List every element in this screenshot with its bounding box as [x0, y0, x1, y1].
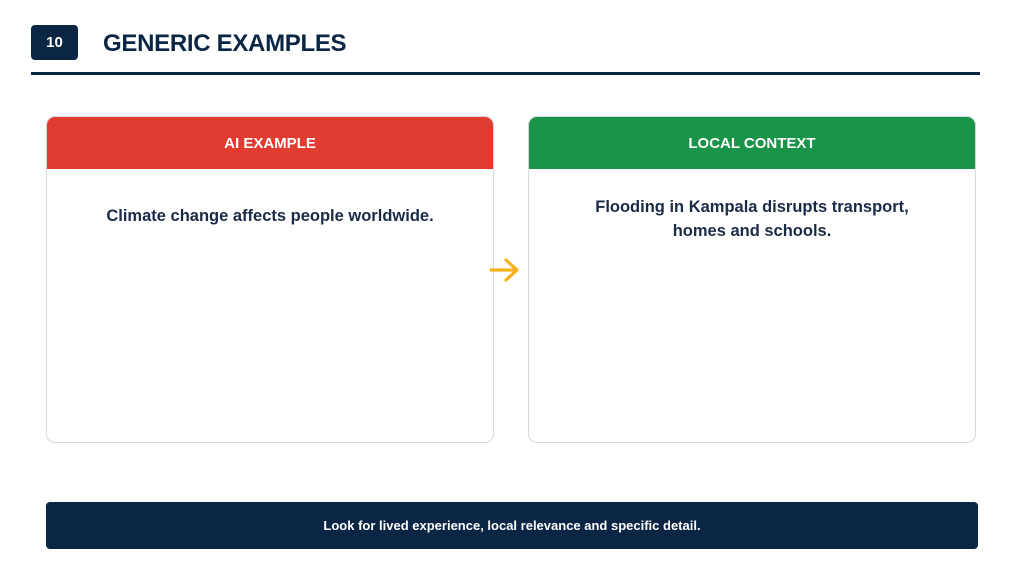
local-context-header: LOCAL CONTEXT — [529, 117, 975, 169]
ai-example-text: Climate change affects people worldwide. — [106, 207, 434, 225]
arrow-right-icon — [489, 258, 519, 282]
slide-number-badge: 10 — [31, 25, 78, 60]
local-context-text: Flooding in Kampala disrupts transport, … — [595, 198, 909, 240]
footer-banner: Look for lived experience, local relevan… — [46, 502, 978, 549]
ai-example-card: AI EXAMPLE Climate change affects people… — [46, 116, 494, 443]
slide-title: GENERIC EXAMPLES — [103, 30, 347, 57]
ai-example-header: AI EXAMPLE — [47, 117, 493, 169]
title-divider — [31, 72, 980, 75]
local-context-card: LOCAL CONTEXT Flooding in Kampala disrup… — [528, 116, 976, 443]
